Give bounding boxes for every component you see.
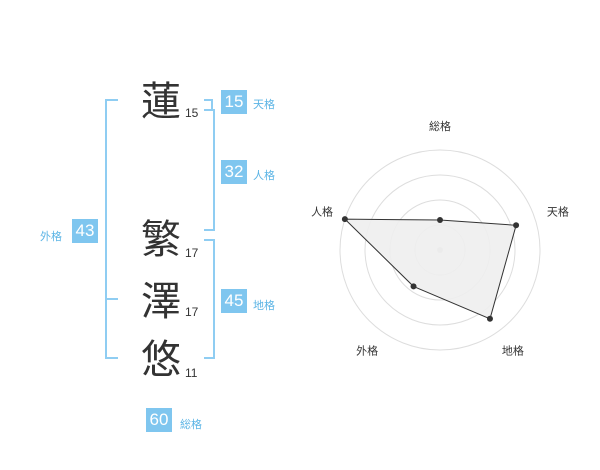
name-char-1: 蓮 [141,79,181,125]
radar-ring [364,174,516,326]
radar-point-2 [513,222,520,229]
chikaku-bracket [204,239,215,359]
gaikaku-bracket [105,99,118,359]
radar-axis-label-5: 人格 [311,205,333,219]
tenkaku-label: 天格 [253,98,275,111]
radar-axis-label-4: 外格 [356,343,378,357]
name-char-2: 繁 [141,217,181,263]
tenkaku-value: 15 [221,90,247,114]
radar-point-4 [410,283,417,290]
radar-ring [339,149,541,351]
name-char-4: 悠 [141,337,181,383]
stroke-count-1: 15 [185,106,199,120]
radar-point-5 [341,216,348,223]
soukaku-value: 60 [146,408,172,432]
jinkaku-bracket [204,109,215,231]
radar-axis-label-2: 天格 [547,205,569,219]
chikaku-value: 45 [221,289,247,313]
gaikaku-value: 43 [72,219,98,243]
radar-point-3 [486,315,493,322]
stroke-count-2: 17 [185,246,199,260]
stroke-count-4: 11 [185,366,198,380]
stroke-count-3: 17 [185,305,199,319]
radar-axis-label-3: 地格 [502,343,524,357]
chikaku-label: 地格 [253,299,275,312]
soukaku-label: 総格 [180,418,202,431]
radar-point-1 [437,217,443,223]
jinkaku-label: 人格 [253,169,275,182]
jinkaku-value: 32 [221,160,247,184]
name-char-3: 澤 [141,279,181,325]
radar-polygon [343,218,517,320]
radar-axis-label-1: 総格 [429,119,451,133]
gaikaku-label: 外格 [40,230,62,243]
